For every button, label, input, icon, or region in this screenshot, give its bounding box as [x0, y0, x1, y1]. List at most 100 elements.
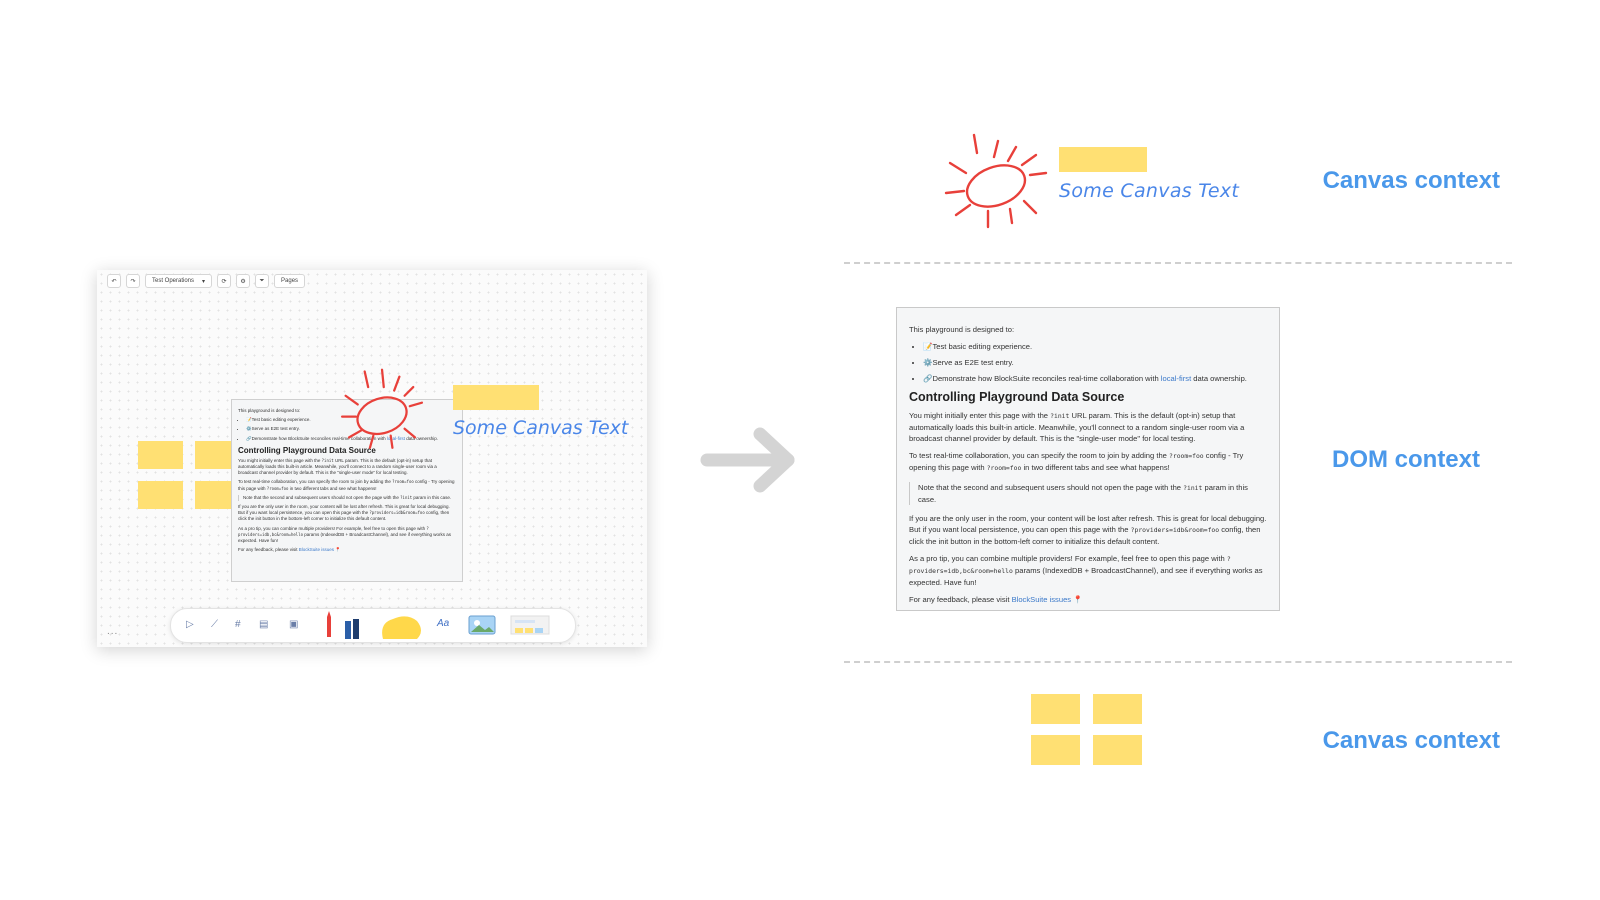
yellow-rectangle — [1059, 147, 1147, 172]
doc-heading: Controlling Playground Data Source — [238, 445, 376, 455]
dom-doc-block: This playground is designed to: 📝Test ba… — [896, 307, 1280, 611]
text: If you are the only user in the room, yo… — [238, 504, 450, 516]
text: URL param. This is the default (opt-in) … — [909, 411, 1245, 443]
select-tool-icon[interactable]: ▷ — [186, 619, 194, 630]
dom-context-label: DOM context — [1331, 446, 1480, 473]
redo-button[interactable]: ↷ — [126, 274, 140, 288]
text: To test real-time collaboration, you can… — [909, 451, 1170, 460]
text: Note that the second and subsequent user… — [243, 494, 401, 500]
filter-icon[interactable]: ⏷ — [255, 274, 270, 288]
doc-bullet: ⚙️Serve as E2E test entry. — [923, 357, 1267, 368]
text: config, then click the init button in th… — [238, 510, 450, 522]
pens-icon[interactable] — [321, 611, 381, 641]
section-divider — [844, 661, 1512, 663]
doc-bullet-list: 📝Test basic editing experience. ⚙️Serve … — [909, 341, 1267, 384]
doc-bullet-list: 📝Test basic editing experience. ⚙️Serve … — [238, 417, 456, 442]
presentation-tool-icon[interactable]: ▤ — [259, 619, 269, 630]
editor-screenshot: ↶ ↷ Test Operations ▾ ⟳ ⚙ ⏷ Pages This p… — [97, 270, 647, 647]
text: config, then click the init button in th… — [909, 525, 1261, 546]
text: You might initially enter this page with… — [909, 411, 1051, 420]
note-tool-icon[interactable]: ▣ — [289, 619, 299, 630]
code: ?init — [1050, 412, 1070, 420]
chevron-down-icon: ▾ — [202, 278, 206, 285]
doc-paragraph: To test real-time collaboration, you can… — [238, 479, 456, 491]
canvas-text[interactable]: Some Canvas Text — [453, 417, 629, 439]
text: config - Try opening this page with — [238, 479, 455, 491]
doc-quote: Note that the second and subsequent user… — [909, 482, 1267, 505]
code: ?providers=idb&room=foo — [1130, 526, 1220, 534]
blocksuite-issues-link[interactable]: BlockSuite issues — [298, 547, 335, 553]
pen-tool-icon[interactable]: ⟋ — [211, 619, 218, 630]
more-options-icon[interactable]: ... — [107, 626, 119, 637]
pages-button[interactable]: Pages — [274, 274, 306, 288]
local-first-link[interactable]: local-first — [386, 435, 405, 441]
text: param in this case. — [918, 483, 1248, 504]
blocksuite-issues-link[interactable]: BlockSuite issues — [1011, 595, 1072, 604]
frame-tool-icon[interactable]: # — [235, 619, 241, 630]
doc-bullet: ⚙️Serve as E2E test entry. — [246, 426, 456, 432]
doc-intro: This playground is designed to: — [909, 325, 1015, 334]
test-operations-label: Test Operations — [152, 278, 195, 284]
code: ?room=foo — [266, 485, 289, 491]
sticky-note[interactable] — [138, 481, 183, 509]
doc-paragraph: You might initially enter this page with… — [238, 458, 456, 477]
undo-button[interactable]: ↶ — [107, 274, 121, 288]
text: If you are the only user in the room, yo… — [909, 514, 1267, 534]
sticky-notes-group — [1031, 694, 1142, 765]
sticky-note — [1093, 735, 1142, 765]
mini-doc-block[interactable]: This playground is designed to: 📝Test ba… — [231, 399, 463, 582]
text: 📍 — [334, 547, 341, 553]
doc-quote: Note that the second and subsequent user… — [238, 494, 456, 502]
canvas-context-label: Canvas context — [1322, 727, 1500, 754]
doc-bullet-text: 🔗Demonstrate how BlockSuite reconciles r… — [923, 374, 1161, 383]
template-tool-icon[interactable] — [509, 612, 553, 638]
code: ?room=foo — [392, 479, 414, 485]
doc-paragraph: To test real-time collaboration, you can… — [909, 450, 1267, 474]
code: ?room=foo — [1169, 452, 1204, 460]
canvas-context-label: Canvas context — [1322, 167, 1500, 194]
text: Note that the second and subsequent user… — [918, 483, 1184, 492]
text: As a pro tip, you can combine multiple p… — [238, 525, 427, 531]
text: param in this case. — [412, 494, 452, 500]
sticky-notes-group — [138, 441, 240, 509]
canvas-text: Some Canvas Text — [1059, 180, 1240, 202]
doc-bullet: 📝Test basic editing experience. — [246, 417, 456, 423]
text: You might initially enter this page with… — [238, 457, 322, 463]
sun-sketch-icon — [944, 133, 1048, 229]
doc-paragraph: As a pro tip, you can combine multiple p… — [909, 553, 1267, 588]
doc-bullet-text: 🔗Demonstrate how BlockSuite reconciles r… — [246, 435, 387, 441]
sticky-note — [1093, 694, 1142, 724]
doc-paragraph: If you are the only user in the room, yo… — [909, 513, 1267, 547]
test-operations-dropdown[interactable]: Test Operations ▾ — [145, 274, 213, 288]
code: ?providers=idb,bc&room=hello — [238, 525, 429, 537]
code: ?init — [321, 457, 334, 463]
text: As a pro tip, you can combine multiple p… — [909, 554, 1227, 563]
code: ?init — [400, 494, 413, 500]
settings-icon[interactable]: ⚙ — [236, 274, 251, 288]
sun-sketch-icon[interactable] — [333, 368, 438, 453]
edgeless-bottom-toolbar: ▷ ⟋ # ▤ ▣ Aa — [170, 608, 576, 643]
text: For any feedback, please visit — [238, 547, 299, 553]
editor-top-toolbar: ↶ ↷ Test Operations ▾ ⟳ ⚙ ⏷ Pages — [107, 274, 306, 288]
text: config - Try opening this page with — [909, 451, 1244, 472]
doc-paragraph: You might initially enter this page with… — [909, 410, 1267, 444]
text: in two different tabs and see what happe… — [1021, 463, 1170, 472]
doc-paragraph: If you are the only user in the room, yo… — [238, 504, 456, 523]
sticky-note[interactable] — [138, 441, 183, 469]
section-divider — [844, 262, 1512, 264]
image-tool-icon[interactable] — [467, 614, 497, 636]
doc-bullet: 📝Test basic editing experience. — [923, 341, 1267, 352]
code: ?providers=idb,bc&room=hello — [909, 555, 1231, 575]
doc-paragraph: For any feedback, please visit BlockSuit… — [909, 594, 1267, 605]
local-first-link[interactable]: local-first — [1160, 374, 1192, 383]
doc-paragraph: For any feedback, please visit BlockSuit… — [238, 547, 456, 553]
doc-heading: Controlling Playground Data Source — [909, 390, 1125, 404]
doc-paragraph: As a pro tip, you can combine multiple p… — [238, 526, 456, 545]
yellow-rectangle[interactable] — [453, 385, 539, 410]
doc-bullet: 🔗Demonstrate how BlockSuite reconciles r… — [923, 373, 1267, 384]
sync-icon[interactable]: ⟳ — [217, 274, 232, 288]
text-tool-icon[interactable]: Aa — [437, 618, 450, 629]
text: params (IndexedDB + BroadcastChannel), a… — [909, 566, 1263, 587]
right-arrow-icon — [700, 427, 795, 493]
shape-tool-icon[interactable] — [377, 611, 425, 641]
